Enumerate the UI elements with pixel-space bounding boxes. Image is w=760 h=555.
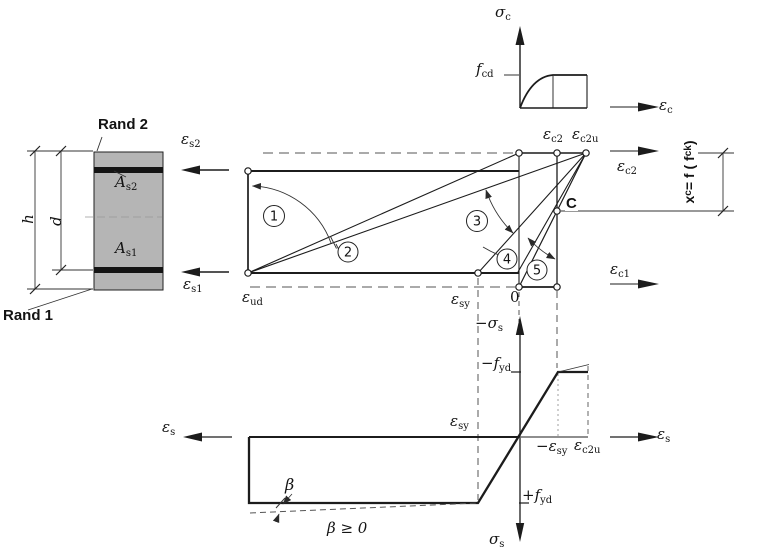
eps-s-right-arrow-icon [638,432,659,442]
label-eps-sy-top: εsy [451,290,470,310]
label-eps-c: εc [659,96,673,116]
concrete-stress-strain-curve [504,26,659,112]
domain3-sweep-arc [485,189,514,234]
node-zero-top [515,149,523,157]
label-eps-s1: εs1 [183,275,203,295]
cross-section [27,136,229,311]
eps-c-axis-arrow-icon [638,102,659,112]
steel-bilinear-curve [247,370,588,505]
label-minus-f-yd: −fyd [481,354,512,374]
eps-c1-axis-arrow-icon [638,279,659,289]
domain-badges: 1 2 3 4 5 [263,205,548,281]
label-d: d [46,216,65,226]
sigma-c-axis-arrow-icon [515,26,525,45]
node-zero-bottom [515,283,523,291]
domain-5-number: 5 [533,264,541,279]
label-eps-ud: εud [242,288,263,308]
label-eps-sy-bottom: εsy [450,412,469,432]
label-eps-s-left: εs [162,418,176,438]
label-sigma-c: σc [495,3,511,23]
label-eps-s2: εs2 [181,130,201,150]
label-minus-eps-sy: −εsy [536,437,568,457]
domain-1-number: 1 [270,210,278,225]
node-eps-c2-bottom [553,283,561,291]
pivot-point-b [582,149,590,157]
label-zero: 0 [510,288,520,306]
rand2-leader [96,136,103,152]
hardening-branch-compression [557,364,590,373]
strain-domain-diagram [247,146,734,289]
eps-c2-axis-arrow-icon [638,146,659,156]
domain-2-circle [337,241,359,263]
line-a-to-zero-top [247,152,520,274]
label-eps-c2-top: εc2 [543,125,564,145]
label-eps-c2-axis: εc2 [617,157,638,177]
reinforcement-as2-bar [94,167,163,173]
node-eps-sy [474,269,482,277]
label-beta-condition: β ≥ 0 [327,519,368,537]
label-minus-sigma-s: −σs [475,314,503,334]
domain-1-circle [263,205,285,227]
node-eps-ud-top [244,167,252,175]
label-eps-c1-axis: εc1 [610,260,631,280]
eps-s-left-arrow-icon [183,432,202,442]
line-a-to-b [247,152,587,274]
reinforcement-as1-bar [94,267,163,273]
label-sigma-s: σs [489,530,505,550]
label-plus-f-yd: +fyd [522,486,553,506]
label-eps-c2u-top: εc2u [572,125,599,145]
beta-angle-pointer [282,493,293,505]
steel-stress-strain-curve [183,316,659,542]
rand1-leader [27,288,93,311]
sigma-s-up-arrow-icon [515,316,525,335]
line-b-to-steel-zero [517,152,587,273]
label-f-cd: fcd [476,60,494,80]
domain-4-circle [496,248,518,270]
domain-2-number: 2 [344,246,352,261]
pivot-point-c [553,207,561,215]
label-rand-2: Rand 2 [98,116,149,133]
line-b-to-eps-sy [477,152,587,274]
label-h: h [18,214,37,224]
domain-3-circle [466,210,488,232]
domain5-sweep-arc [527,237,556,260]
label-rand-1: Rand 1 [3,307,54,324]
sigma-s-down-arrow-icon [515,523,525,542]
label-eps-c2u-bottom: εc2u [574,436,601,456]
label-eps-s-right: εs [657,425,671,445]
label-beta: β [285,475,295,494]
connector-lines [477,278,589,500]
domain-4-number: 4 [503,253,511,268]
domain1-sweep-arc [251,182,332,244]
domain-3-number: 3 [473,215,481,230]
domain-5-circle [526,259,548,281]
label-as1: As1 [115,239,138,259]
concrete-parabola-rectangle-curve [519,74,587,109]
pivot-point-a [244,269,252,277]
hardening-branch-tension-dashed [249,502,479,514]
eps-s1-axis-arrow-icon [181,267,200,277]
node-eps-c2-top [553,149,561,157]
label-as2: As2 [115,173,138,193]
eps-s2-axis-arrow-icon [181,165,200,175]
node-points [244,149,590,291]
label-point-c: C [565,195,578,212]
